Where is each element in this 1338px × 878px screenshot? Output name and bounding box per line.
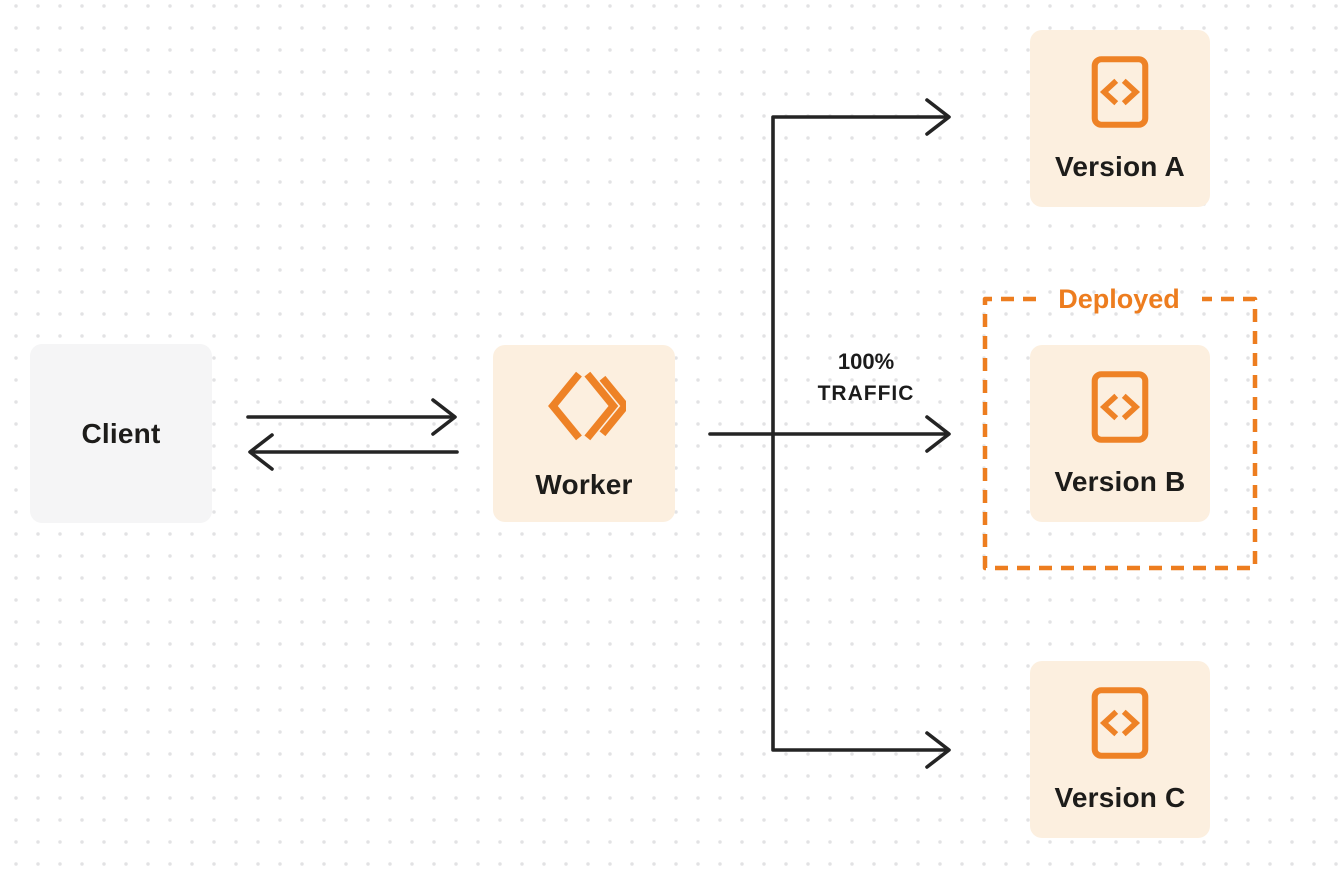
code-file-icon	[1091, 370, 1149, 443]
workers-logo-icon	[548, 371, 626, 440]
traffic-label: 100% TRAFFIC	[786, 349, 946, 407]
client-node: Client	[30, 344, 212, 523]
traffic-branch-lines	[771, 98, 951, 769]
version-b-node: Version B	[1030, 345, 1210, 522]
version-c-label: Version C	[1054, 781, 1186, 813]
worker-to-client-arrow	[248, 433, 459, 471]
version-a-node: Version A	[1030, 30, 1210, 207]
code-file-icon	[1091, 686, 1149, 759]
version-c-node: Version C	[1030, 661, 1210, 838]
client-to-worker-arrow	[246, 398, 457, 436]
traffic-word: TRAFFIC	[817, 382, 915, 405]
code-file-icon	[1091, 55, 1149, 128]
deployed-label: Deployed	[1058, 284, 1180, 314]
worker-traffic-arrow	[708, 415, 951, 453]
version-b-label: Version B	[1054, 465, 1186, 497]
worker-label: Worker	[535, 468, 633, 500]
worker-node: Worker	[493, 345, 675, 522]
traffic-percentage: 100%	[837, 349, 895, 374]
client-label: Client	[81, 417, 161, 449]
version-a-label: Version A	[1055, 150, 1185, 182]
